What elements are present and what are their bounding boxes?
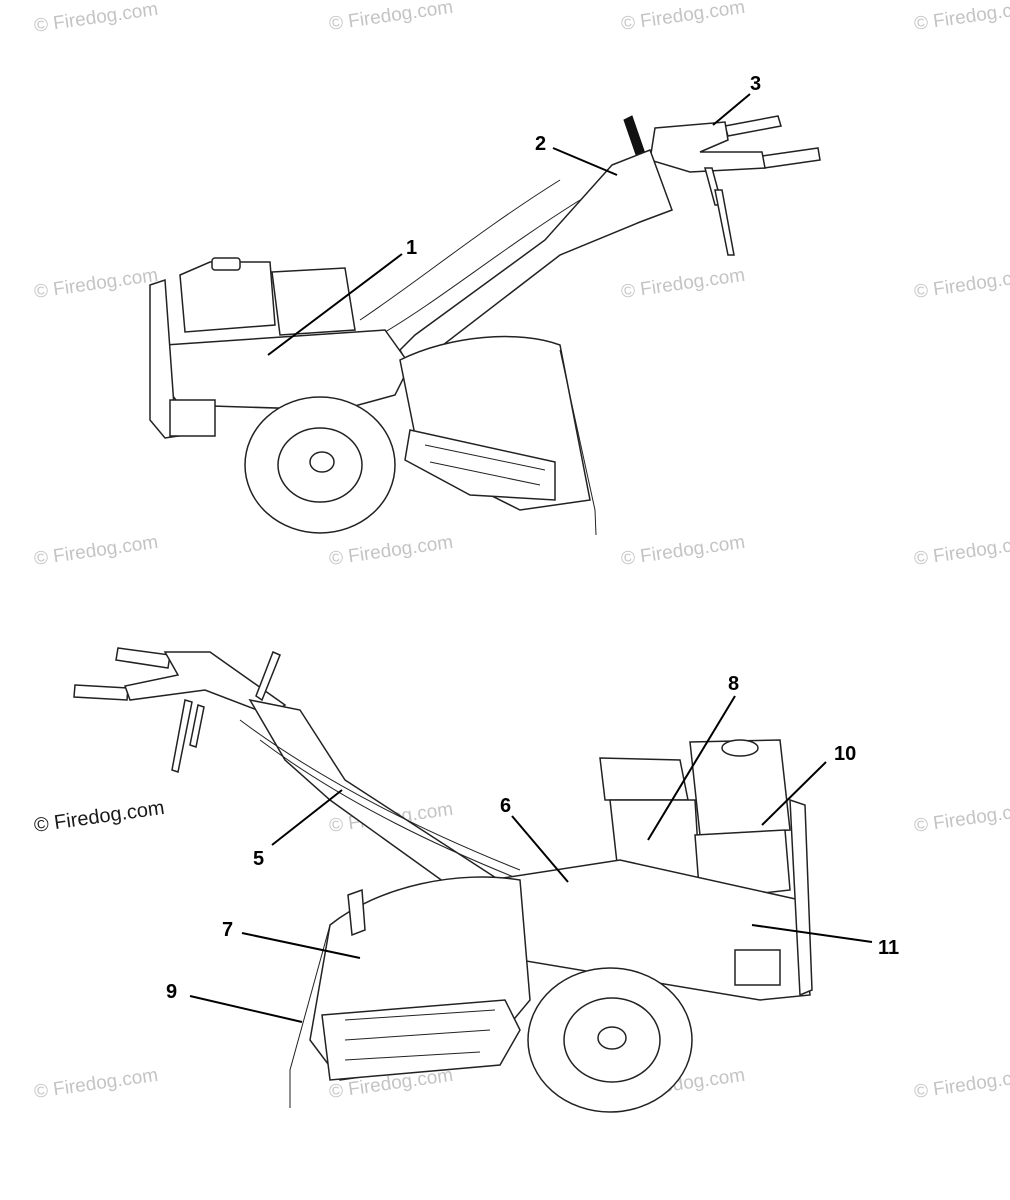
watermark-text: © Firedog.com xyxy=(913,1065,1010,1103)
watermark-text: © Firedog.com xyxy=(33,532,160,570)
fuel-cap xyxy=(721,739,759,757)
side-shield xyxy=(321,999,521,1081)
callout-line-1 xyxy=(267,253,403,356)
bracket xyxy=(169,399,216,437)
handle-grip xyxy=(761,147,821,169)
watermark-text: © Firedog.com xyxy=(620,265,747,303)
shield-slot xyxy=(344,1009,496,1021)
watermark-text: © Firedog.com xyxy=(33,1065,160,1103)
flap xyxy=(289,924,331,1108)
watermark-text: © Firedog.com xyxy=(33,265,160,303)
control-cable xyxy=(359,179,561,321)
handle-support xyxy=(714,189,735,256)
control-cable xyxy=(239,719,521,871)
handle-grip xyxy=(115,647,171,669)
shield-slot xyxy=(429,461,541,486)
watermark-text: © Firedog.com xyxy=(620,532,747,570)
wheel-hub xyxy=(597,1026,627,1050)
callout-line-7 xyxy=(241,932,361,959)
handle-bar xyxy=(124,651,287,716)
bracket xyxy=(734,949,781,986)
watermark-text: © Firedog.com xyxy=(620,0,747,35)
callout-7: 7 xyxy=(222,919,233,941)
handle-bar xyxy=(649,121,766,173)
callout-8: 8 xyxy=(728,673,739,695)
shield-slot xyxy=(344,1029,491,1041)
control-cable xyxy=(379,199,581,336)
shield-slot xyxy=(344,1051,481,1061)
handle-column xyxy=(399,149,673,366)
callout-3: 3 xyxy=(750,73,761,95)
watermark-text: © Firedog.com xyxy=(328,0,455,35)
side-shield xyxy=(404,429,556,501)
callout-11: 11 xyxy=(878,937,899,959)
handle-support xyxy=(189,704,205,748)
callout-line-3 xyxy=(712,93,751,126)
callout-line-6 xyxy=(511,815,569,883)
handle-grip xyxy=(724,115,782,137)
callout-9: 9 xyxy=(166,981,177,1003)
callout-line-9 xyxy=(189,995,303,1023)
shield-slot xyxy=(424,444,546,471)
callout-line-11 xyxy=(751,924,873,943)
fuel-cap xyxy=(211,257,241,271)
callout-line-10 xyxy=(761,761,827,826)
callout-5: 5 xyxy=(253,848,264,870)
fuel-tank xyxy=(179,261,276,333)
watermark-text: © Firedog.com xyxy=(33,0,160,37)
engine-block xyxy=(271,267,356,336)
watermark-text: © Firedog.com xyxy=(913,532,1010,570)
latch xyxy=(347,888,366,937)
watermark-text: © Firedog.com xyxy=(33,797,166,837)
callout-2: 2 xyxy=(535,133,546,155)
callout-6: 6 xyxy=(500,795,511,817)
callout-line-5 xyxy=(271,789,343,846)
callout-line-2 xyxy=(552,147,618,176)
callout-1: 1 xyxy=(406,237,417,259)
tiller-bottom-view: 5 6 7 9 8 10 11 xyxy=(73,647,899,1113)
rear-bumper xyxy=(789,798,813,997)
callout-10: 10 xyxy=(834,743,856,765)
callout-line-8 xyxy=(647,695,736,841)
handle-grip xyxy=(73,684,129,701)
watermark-text: © Firedog.com xyxy=(913,0,1010,35)
watermark-text: © Firedog.com xyxy=(328,532,455,570)
handle-support xyxy=(171,699,193,773)
watermark-text: © Firedog.com xyxy=(913,799,1010,837)
watermark-text: © Firedog.com xyxy=(913,265,1010,303)
control-lever xyxy=(255,651,281,702)
tiller-top-view: 1 2 3 xyxy=(149,73,821,536)
wheel-hub xyxy=(309,451,335,473)
flap xyxy=(559,349,597,536)
air-cleaner xyxy=(599,757,689,801)
